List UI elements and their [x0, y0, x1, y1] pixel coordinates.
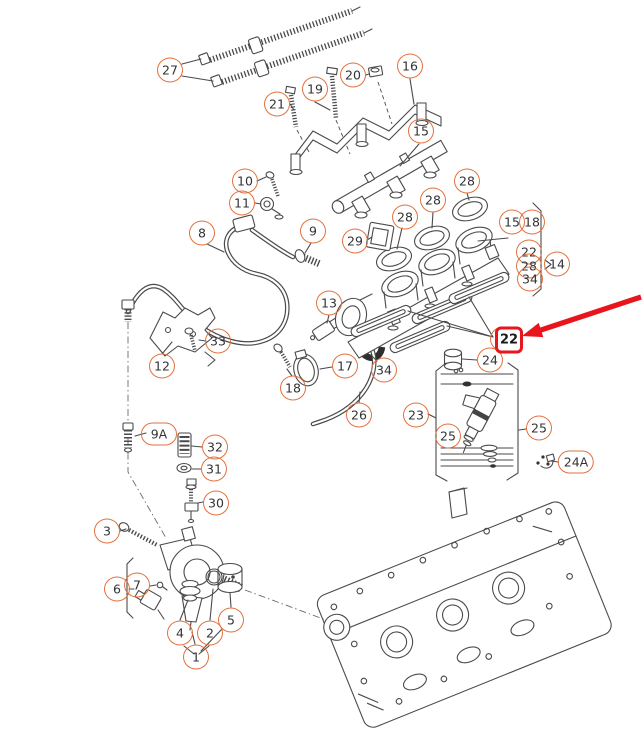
- gaskets-22: [350, 271, 510, 354]
- callout-8[interactable]: 8: [189, 220, 215, 246]
- callout-30[interactable]: 30: [203, 490, 229, 516]
- highlighted-callout-22[interactable]: 22: [495, 326, 523, 354]
- callout-34-col[interactable]: 34: [517, 266, 543, 292]
- bolts-19-20-21: [284, 65, 393, 155]
- pipe-union-9: [294, 249, 322, 268]
- cap-24-drawing: [443, 348, 463, 371]
- leader-lines: [119, 58, 559, 655]
- centerlines: [127, 322, 327, 621]
- callout-9A[interactable]: 9A: [141, 422, 177, 446]
- callout-17[interactable]: 17: [332, 353, 358, 379]
- callout-33[interactable]: 33: [205, 328, 231, 354]
- fuel-pipe-8: [121, 214, 322, 346]
- callout-23[interactable]: 23: [403, 402, 429, 428]
- callout-19[interactable]: 19: [302, 76, 328, 102]
- callout-7[interactable]: 7: [124, 572, 150, 598]
- callout-14[interactable]: 14: [544, 251, 570, 277]
- callout-28-b[interactable]: 28: [420, 187, 446, 213]
- seal-4-oring-2-tappet-5: [179, 562, 243, 602]
- callout-2[interactable]: 2: [197, 620, 223, 646]
- callout-1[interactable]: 1: [183, 644, 209, 670]
- callout-31[interactable]: 31: [201, 456, 227, 482]
- bracket-12-screw-33: [149, 307, 216, 367]
- callout-20[interactable]: 20: [340, 62, 366, 88]
- callout-27[interactable]: 27: [157, 57, 183, 83]
- valve-30: [184, 478, 199, 524]
- screw-18: [273, 343, 292, 368]
- callout-11[interactable]: 11: [229, 190, 255, 216]
- callout-5[interactable]: 5: [218, 607, 244, 633]
- callout-24[interactable]: 24: [477, 347, 503, 373]
- callout-24A[interactable]: 24A: [557, 450, 595, 474]
- ring-31: [176, 462, 192, 474]
- callout-28-a[interactable]: 28: [454, 168, 480, 194]
- callout-15-rail[interactable]: 15: [408, 118, 434, 144]
- seal-29: [365, 221, 395, 252]
- threaded-rods-27: [198, 6, 373, 88]
- fitting-9A: [122, 422, 134, 453]
- callout-34-hose[interactable]: 34: [371, 357, 397, 383]
- injector-23-drawing: [462, 387, 500, 454]
- injector-kit-box: [435, 348, 556, 482]
- callout-3[interactable]: 3: [94, 518, 120, 544]
- cylinder-head-drawing: [316, 487, 612, 728]
- callout-12[interactable]: 12: [149, 353, 175, 379]
- callout-16[interactable]: 16: [397, 53, 423, 79]
- callout-18-col[interactable]: 18: [519, 209, 545, 235]
- callout-13[interactable]: 13: [316, 290, 342, 316]
- screw-10-clamp-11: [259, 171, 284, 220]
- callout-29[interactable]: 29: [342, 228, 368, 254]
- callout-25-left[interactable]: 25: [435, 423, 461, 449]
- seals-28: [375, 196, 489, 272]
- callout-26[interactable]: 26: [346, 402, 372, 428]
- clip-24A-drawing: [536, 453, 556, 469]
- callout-25-right[interactable]: 25: [526, 415, 552, 441]
- callout-10[interactable]: 10: [232, 168, 258, 194]
- fuel-rail-15: [331, 139, 448, 219]
- callout-28-c[interactable]: 28: [392, 204, 418, 230]
- callout-9[interactable]: 9: [300, 218, 326, 244]
- highlighted-callout-label: 22: [499, 332, 519, 348]
- spring-32: [177, 432, 192, 458]
- callout-4[interactable]: 4: [167, 620, 193, 646]
- red-arrow: [522, 294, 642, 338]
- callout-18-screw[interactable]: 18: [280, 375, 306, 401]
- callout-21[interactable]: 21: [264, 91, 290, 117]
- sensor-6-7: [126, 557, 168, 620]
